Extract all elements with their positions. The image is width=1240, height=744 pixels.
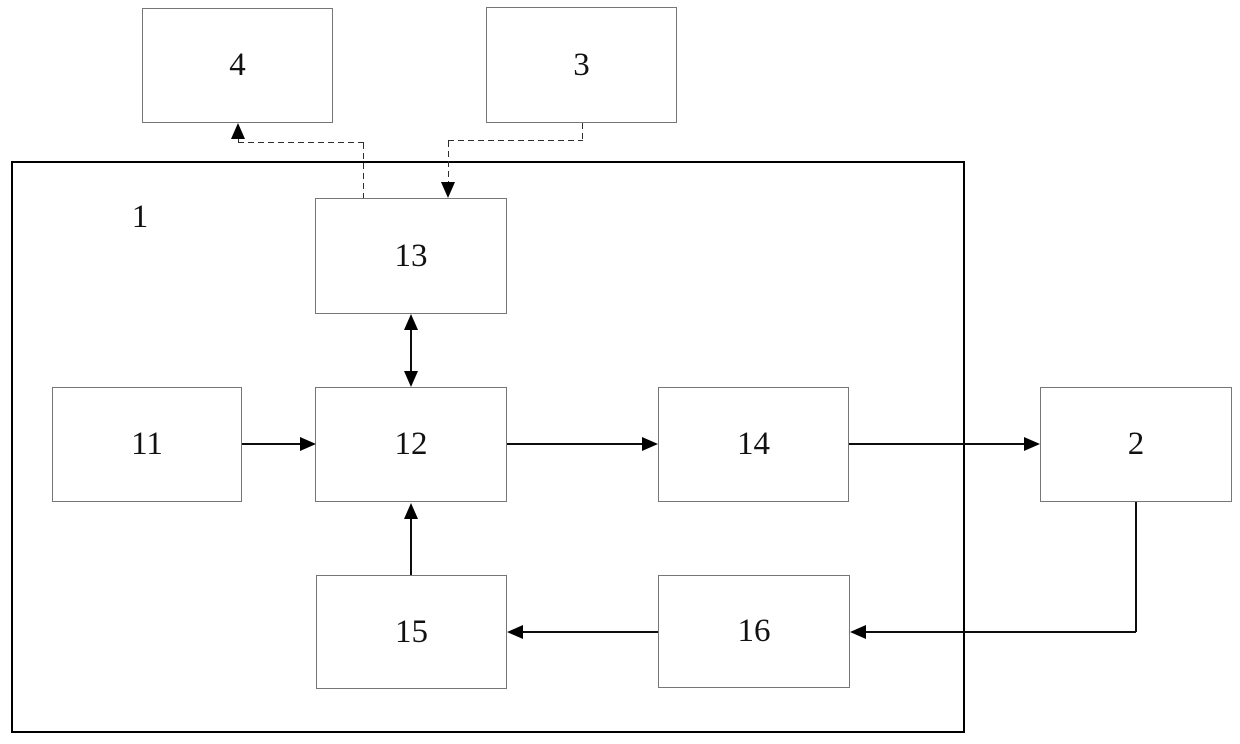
arrowhead-into-12-bottom-icon <box>404 503 418 519</box>
connector-11-12-shaft <box>242 443 302 445</box>
connector-3-13-segment-horizontal <box>448 140 583 141</box>
block-4-label: 4 <box>229 47 246 83</box>
arrowhead-into-16-icon <box>850 625 866 639</box>
connector-2-16-segment-horizontal <box>864 631 1136 633</box>
block-13: 13 <box>315 198 507 314</box>
connector-3-13-segment-drop <box>582 123 583 141</box>
block-11-label: 11 <box>131 426 163 462</box>
block-3: 3 <box>486 7 677 123</box>
block-16: 16 <box>658 575 850 688</box>
block-1-label-wrap: 1 <box>112 194 168 240</box>
connector-16-15-shaft <box>522 631 658 633</box>
block-16-label: 16 <box>737 613 771 649</box>
block-14-label: 14 <box>737 426 770 462</box>
arrowhead-into-12-top-icon <box>404 371 418 387</box>
arrowhead-into-12-left-icon <box>300 437 316 451</box>
connector-14-2-shaft <box>849 443 1025 445</box>
connector-13-4-segment-vertical <box>363 143 364 198</box>
connector-3-13-segment-vertical <box>448 141 449 183</box>
connector-12-14-shaft <box>507 443 643 445</box>
arrowhead-into-2-icon <box>1024 437 1040 451</box>
block-12-label: 12 <box>394 426 428 462</box>
arrowhead-into-4-icon <box>231 123 245 139</box>
connector-15-12-shaft <box>410 517 412 575</box>
block-1-container <box>11 161 965 733</box>
connector-13-4-segment-stub <box>238 137 239 143</box>
arrowhead-into-15-icon <box>507 625 523 639</box>
block-12: 12 <box>315 387 507 502</box>
block-15: 15 <box>316 575 507 689</box>
block-3-label: 3 <box>573 46 590 83</box>
block-13-label: 13 <box>394 237 428 274</box>
block-14: 14 <box>658 387 849 502</box>
block-2: 2 <box>1040 387 1232 502</box>
block-15-label: 15 <box>395 613 428 650</box>
arrowhead-into-13-icon <box>441 182 455 198</box>
block-1-label: 1 <box>131 198 149 235</box>
connector-13-4-segment-horizontal <box>238 142 364 143</box>
arrowhead-into-13-bottom-icon <box>404 314 418 330</box>
arrowhead-into-14-icon <box>642 437 658 451</box>
connector-2-16-segment-vertical <box>1135 502 1137 632</box>
connector-13-12-shaft <box>410 328 412 373</box>
block-4: 4 <box>142 8 333 123</box>
block-2-label: 2 <box>1127 426 1145 462</box>
block-11: 11 <box>52 387 242 502</box>
